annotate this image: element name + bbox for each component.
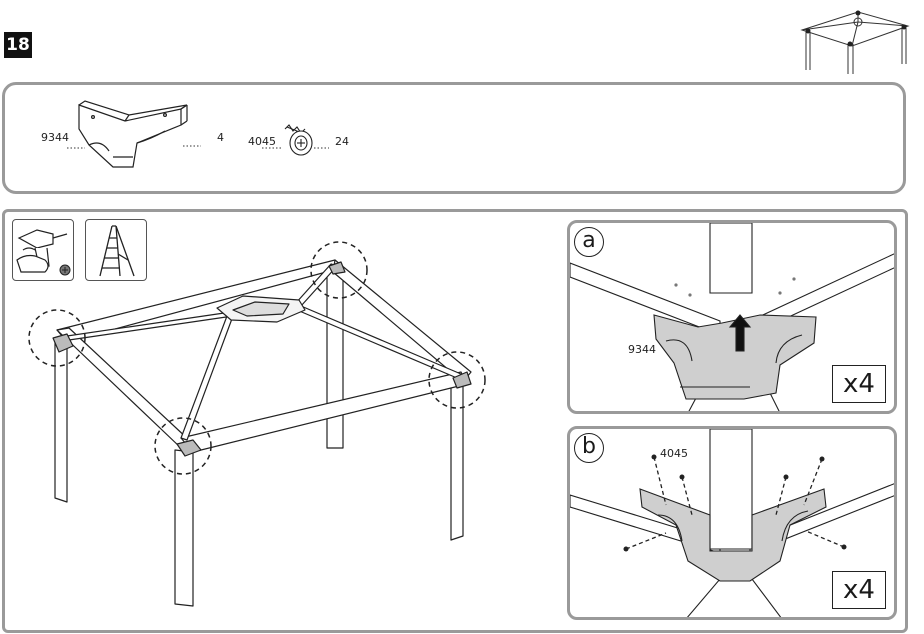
right-post bbox=[450, 379, 464, 541]
screw-paths bbox=[625, 456, 845, 550]
highlight-circle-front bbox=[154, 417, 212, 475]
screw-icon bbox=[284, 124, 313, 156]
part-quantity-screw: 24 bbox=[335, 135, 349, 148]
highlight-circles bbox=[28, 241, 486, 475]
detail-a-letter: a bbox=[574, 227, 604, 257]
part-code-bracket: 9344 bbox=[41, 131, 69, 144]
detail-a-multiplier: x4 bbox=[832, 365, 886, 403]
detail-b-panel: b 4045 x4 bbox=[567, 426, 897, 620]
part-quantity-bracket: 4 bbox=[217, 131, 224, 144]
detail-a-part-code: 9344 bbox=[628, 343, 656, 356]
corner-bracket-icon bbox=[78, 100, 188, 168]
screw-markers bbox=[623, 454, 847, 552]
gazebo-overview-icon bbox=[800, 10, 910, 74]
detail-b-multiplier: x4 bbox=[832, 571, 886, 609]
step-number: 18 bbox=[4, 32, 32, 58]
parts-panel: 9344 4 4045 24 bbox=[2, 82, 906, 194]
left-post bbox=[54, 339, 68, 503]
highlight-circle-back bbox=[310, 241, 368, 299]
highlight-circle-left bbox=[28, 309, 86, 367]
detail-b-illustration bbox=[570, 429, 894, 617]
tool-drill bbox=[12, 219, 74, 281]
part-code-screw: 4045 bbox=[248, 135, 276, 148]
ladder-icon bbox=[99, 225, 135, 277]
main-panel bbox=[2, 209, 908, 633]
detail-b-letter: b bbox=[574, 433, 604, 463]
power-drill-icon bbox=[16, 229, 71, 276]
detail-a-illustration bbox=[570, 223, 894, 411]
gazebo-frame-illustration bbox=[28, 241, 486, 607]
highlight-circle-right bbox=[428, 351, 486, 409]
parts-illustration bbox=[67, 100, 329, 168]
detail-b-part-code: 4045 bbox=[660, 447, 688, 460]
tool-ladder bbox=[85, 219, 147, 281]
detail-a-panel: a 9344 x4 bbox=[567, 220, 897, 414]
